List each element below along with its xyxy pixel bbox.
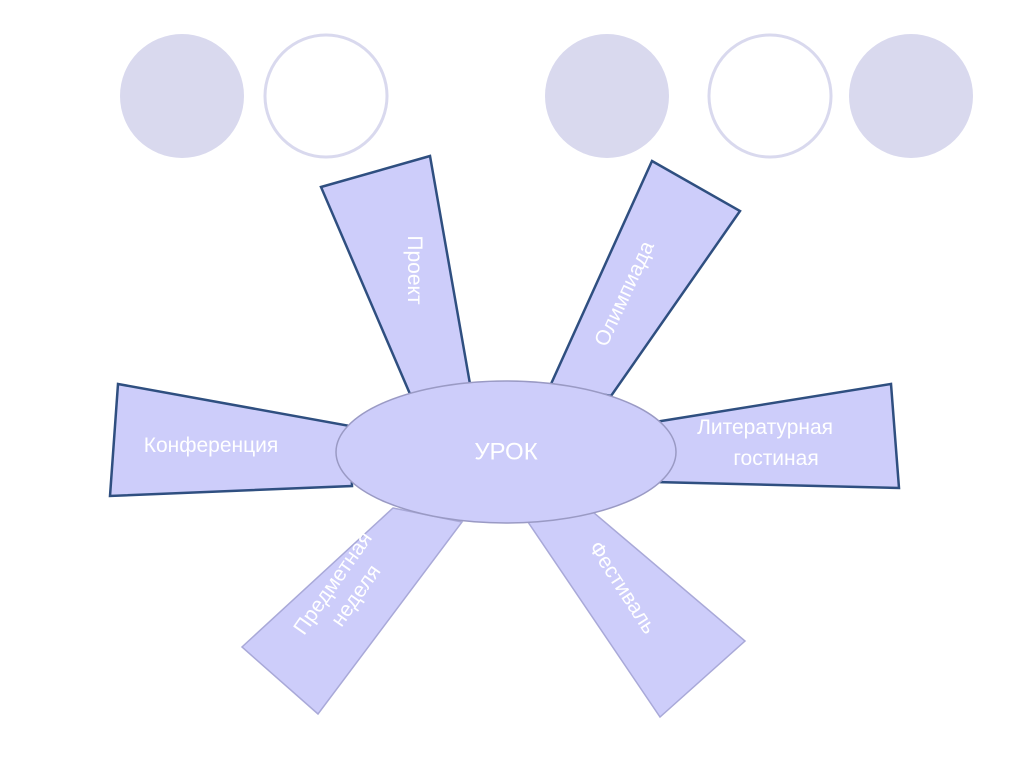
decor-circle-outline-1	[263, 33, 389, 159]
center-node: УРОК	[335, 380, 677, 524]
ray-subject-week: Предметная неделя	[240, 507, 464, 716]
ray-festival: Фестиваль	[526, 511, 747, 719]
ray-conference: Конференция	[108, 382, 354, 498]
ray-olympiad-shape	[549, 159, 742, 398]
ray-project: Проект	[319, 154, 472, 396]
ray-project-shape	[319, 154, 472, 396]
center-label: УРОК	[474, 438, 537, 465]
ray-project-label: Проект	[403, 235, 426, 305]
decor-circle-outline-2	[707, 33, 833, 159]
decor-circle-filled-3	[849, 34, 973, 158]
ray-olympiad: Олимпиада	[549, 159, 742, 398]
decorative-circles	[120, 33, 973, 159]
ray-conference-label: Конференция	[144, 434, 279, 457]
center-ellipse	[335, 380, 677, 524]
decor-circle-filled-2	[545, 34, 669, 158]
ray-literary: Литературная гостиная	[653, 382, 901, 490]
ray-conference-shape	[108, 382, 354, 498]
decor-circle-filled-1	[120, 34, 244, 158]
ray-literary-label: Литературная гостиная	[697, 416, 839, 470]
